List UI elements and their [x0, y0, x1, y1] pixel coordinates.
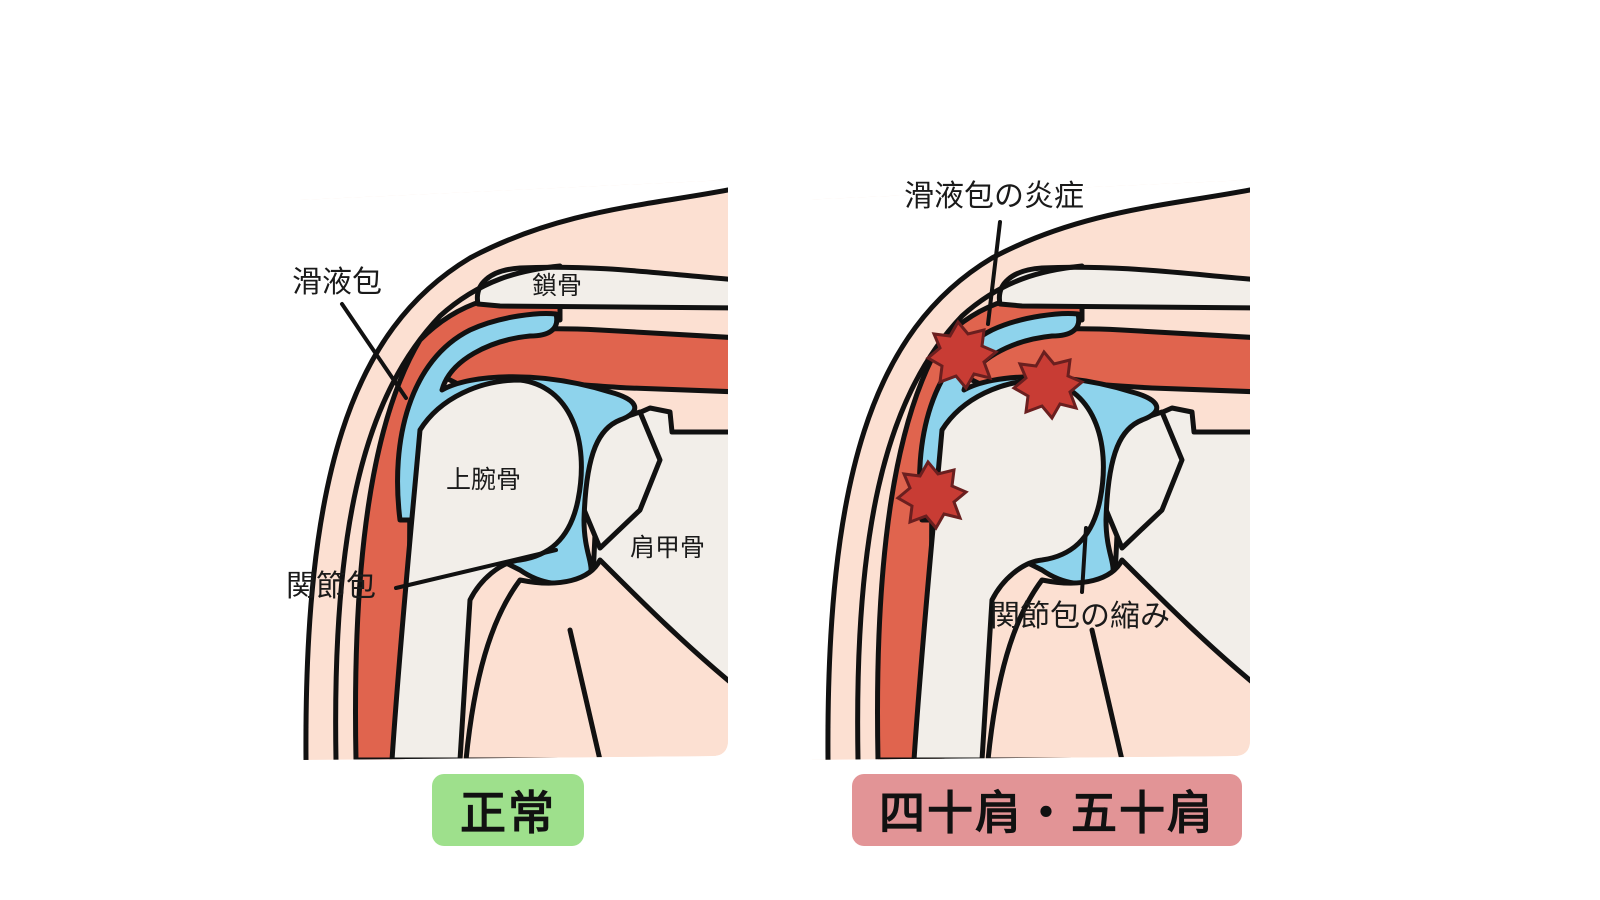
inflammation-star	[895, 459, 969, 531]
label-humerus: 上腕骨	[446, 465, 521, 494]
label-capsule: 関節包	[286, 569, 376, 604]
frozen-shoulder-badge: 四十肩・五十肩	[852, 774, 1242, 846]
label-bursitis: 滑液包の炎症	[904, 179, 1084, 214]
capsule-leader-line	[394, 548, 558, 590]
normal-badge: 正常	[432, 774, 584, 846]
normal-shoulder-illustration	[300, 180, 728, 760]
capsule-contraction-leader-line	[1080, 526, 1088, 594]
frozen-shoulder-illustration	[812, 180, 1250, 760]
label-scapula: 肩甲骨	[630, 533, 705, 562]
bursa-leader-line	[340, 302, 408, 400]
label-clavicle: 鎖骨	[532, 271, 582, 300]
inflammation-star	[925, 319, 999, 391]
inflammation-markers	[895, 319, 1085, 531]
label-capsule-contraction: 関節包の縮み	[990, 599, 1170, 634]
label-bursa: 滑液包	[292, 265, 382, 300]
inflammation-star	[1011, 349, 1085, 421]
bursitis-leader-line	[986, 220, 1002, 326]
